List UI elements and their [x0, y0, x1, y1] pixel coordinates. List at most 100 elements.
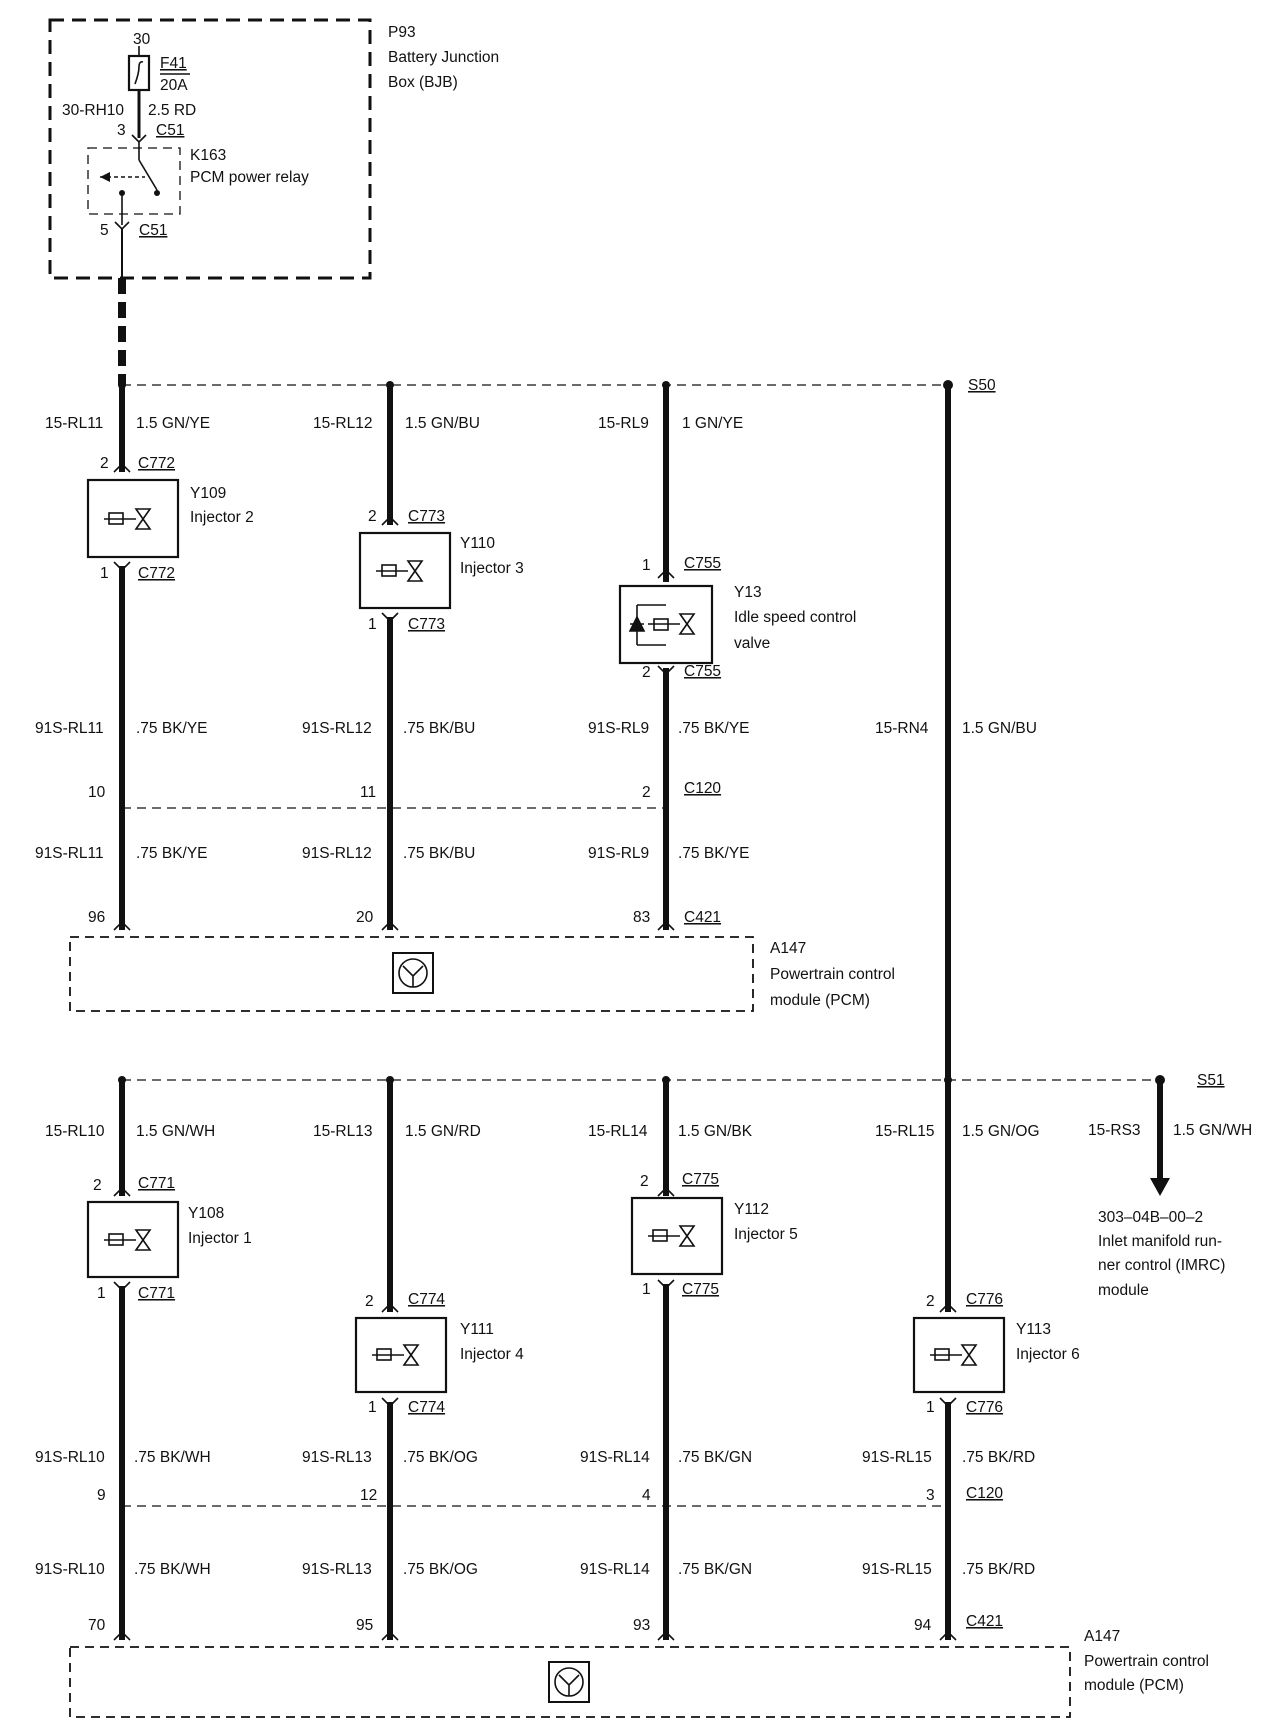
splice-s50-label: S50 — [968, 377, 996, 394]
return-circuit-2: 91S-RL10 — [35, 1561, 105, 1578]
component-id: Y110 — [460, 535, 495, 552]
relay-connector-out: C51 — [139, 222, 167, 239]
connector-bottom: C776 — [966, 1399, 1003, 1416]
component-name: Injector 4 — [460, 1346, 524, 1363]
battery-junction-box: P93 Battery Junction Box (BJB) 30 F41 20… — [48, 18, 499, 280]
c421-pin: 95 — [356, 1617, 373, 1634]
valve-icon — [960, 1344, 978, 1366]
return-circuit: 91S-RL10 — [35, 1449, 105, 1466]
s50-branch-spec: 1.5 GN/BU — [962, 720, 1037, 737]
pin-top: 2 — [640, 1173, 649, 1190]
feed-spec: 1.5 GN/OG — [962, 1123, 1040, 1140]
component-id: Y111 — [460, 1321, 494, 1338]
imrc-ref: 303–04B–00–2 — [1098, 1209, 1203, 1226]
c421-bottom-label: C421 — [966, 1613, 1003, 1630]
pin-top: 2 — [926, 1293, 935, 1310]
feed-spec: 1.5 GN/YE — [136, 415, 210, 432]
feed-spec: 1.5 GN/WH — [136, 1123, 215, 1140]
return-spec-2: .75 BK/YE — [678, 845, 750, 862]
component-name-line1: Idle speed control — [734, 609, 856, 626]
return-circuit-2: 91S-RL11 — [35, 845, 104, 862]
return-spec-2: .75 BK/YE — [136, 845, 208, 862]
bottom-bus: S51 — [118, 1072, 1225, 1089]
c120-pin: 10 — [88, 784, 106, 801]
c120-top-label: C120 — [684, 780, 721, 797]
s50-branch-circuit: 15-RN4 — [875, 720, 929, 737]
relay-name: PCM power relay — [190, 169, 309, 186]
relay-id: K163 — [190, 147, 226, 164]
return-spec: .75 BK/YE — [136, 720, 208, 737]
component-name: Injector 5 — [734, 1226, 798, 1243]
feed-circuit: 15-RL13 — [313, 1123, 372, 1140]
transistor-icon — [558, 1674, 580, 1696]
valve-icon — [134, 508, 152, 530]
relay-pin-out: 5 — [100, 222, 109, 239]
component-name: Injector 6 — [1016, 1346, 1080, 1363]
component-id: Y108 — [188, 1205, 224, 1222]
c120-pin: 2 — [642, 784, 651, 801]
bottom-column-4: 15-RL15 1.5 GN/OG 2 C776 Y113 Injector 6… — [862, 1080, 1080, 1641]
fuse-id: F41 — [160, 55, 187, 72]
pcm-bottom: A147 Powertrain control module (PCM) — [69, 1628, 1209, 1718]
pin-bottom: 1 — [100, 565, 109, 582]
bjb-wire-circuit: 30-RH10 — [62, 102, 124, 119]
connector-top: C771 — [138, 1175, 175, 1192]
imrc-spec: 1.5 GN/WH — [1173, 1122, 1252, 1139]
connector-bottom: C773 — [408, 616, 445, 633]
feed-circuit: 15-RL11 — [45, 415, 103, 432]
pcm-top-line2: module (PCM) — [770, 992, 870, 1009]
pin-top: 2 — [93, 1177, 102, 1194]
return-circuit: 91S-RL12 — [302, 720, 372, 737]
pin-bottom: 1 — [926, 1399, 935, 1416]
connector-bottom: C772 — [138, 565, 175, 582]
pcm-bottom-line1: Powertrain control — [1084, 1653, 1209, 1670]
fuse-rating: 20A — [160, 77, 188, 94]
return-spec: .75 BK/OG — [403, 1449, 478, 1466]
feed-spec: 1.5 GN/RD — [405, 1123, 481, 1140]
feed-circuit: 15-RL15 — [875, 1123, 934, 1140]
c421-pin: 83 — [633, 909, 650, 926]
component-id: Y112 — [734, 1201, 769, 1218]
pcm-bottom-id: A147 — [1084, 1628, 1120, 1645]
valve-icon — [678, 1225, 696, 1247]
bjb-name-line2: Box (BJB) — [388, 74, 458, 91]
bjb-wire-spec: 2.5 RD — [148, 102, 196, 119]
return-circuit: 91S-RL11 — [35, 720, 104, 737]
c421-pin: 94 — [914, 1617, 932, 1634]
pcm-bottom-line2: module (PCM) — [1084, 1677, 1184, 1694]
connector-bottom: C755 — [684, 663, 721, 680]
pin-top: 1 — [642, 557, 651, 574]
imrc-branch: 15-RS3 1.5 GN/WH 303–04B–00–2 Inlet mani… — [1088, 1080, 1252, 1299]
component-id: Y109 — [190, 485, 226, 502]
connector-top: C772 — [138, 455, 175, 472]
arrow-down-icon — [1150, 1178, 1170, 1196]
c421-top-label: C421 — [684, 909, 721, 926]
bjb-name-line1: Battery Junction — [388, 49, 499, 66]
imrc-circuit: 15-RS3 — [1088, 1122, 1141, 1139]
c421-pin: 96 — [88, 909, 105, 926]
return-spec-2: .75 BK/OG — [403, 1561, 478, 1578]
return-spec-2: .75 BK/RD — [962, 1561, 1035, 1578]
connector-bottom: C775 — [682, 1281, 719, 1298]
pcm-top-id: A147 — [770, 940, 806, 957]
return-spec-2: .75 BK/BU — [403, 845, 475, 862]
valve-icon — [678, 613, 696, 635]
component-id: Y113 — [1016, 1321, 1051, 1338]
pcm-top-outline — [69, 936, 754, 1012]
bjb-id: P93 — [388, 24, 416, 41]
c120-pin: 9 — [97, 1487, 106, 1504]
valve-icon — [406, 560, 424, 582]
c120-pin: 4 — [642, 1487, 651, 1504]
top-column-1: 15-RL11 1.5 GN/YE 2 C772 Y109 Injector 2… — [35, 385, 254, 931]
component-name-line2: valve — [734, 635, 770, 652]
feed-circuit: 15-RL10 — [45, 1123, 105, 1140]
feed-circuit: 15-RL14 — [588, 1123, 648, 1140]
connector-top: C776 — [966, 1291, 1003, 1308]
bottom-column-1: 15-RL10 1.5 GN/WH 2 C771 Y108 Injector 1… — [35, 1080, 252, 1641]
component-id: Y13 — [734, 584, 762, 601]
return-circuit-2: 91S-RL12 — [302, 845, 372, 862]
return-circuit: 91S-RL14 — [580, 1449, 650, 1466]
return-spec: .75 BK/GN — [678, 1449, 752, 1466]
bottom-column-2: 15-RL13 1.5 GN/RD 2 C774 Y111 Injector 4… — [302, 1080, 524, 1641]
